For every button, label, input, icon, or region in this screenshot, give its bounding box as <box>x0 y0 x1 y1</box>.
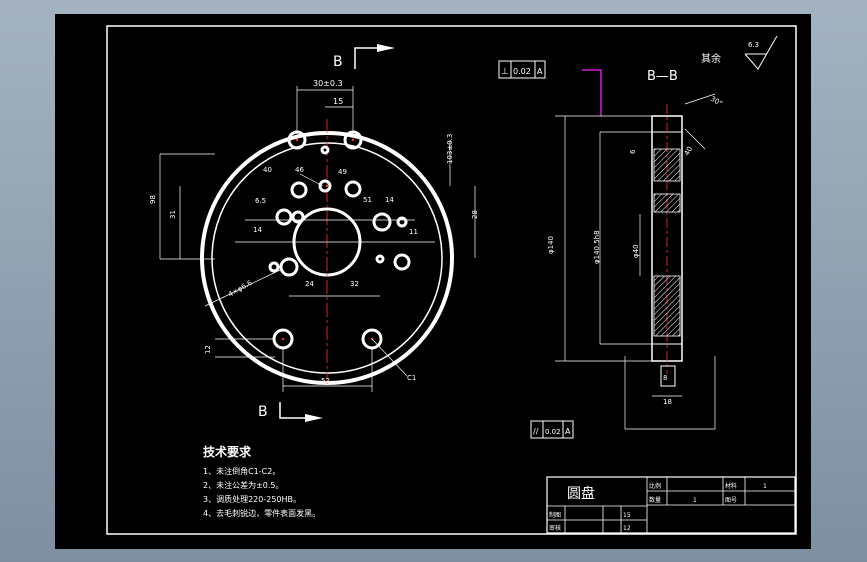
dim-40b: 40 <box>683 145 694 157</box>
dim-6-5: 6.5 <box>255 197 266 205</box>
dim-phi-hub: φ40 <box>632 244 640 258</box>
dim-phi140: φ140 <box>547 236 555 254</box>
dim-15: 15 <box>333 97 343 106</box>
note-4: 4、去毛刺锐边，零件表面发黑。 <box>203 508 320 518</box>
note-1: 1、未注倒角C1-C2。 <box>203 466 280 476</box>
label-scale: 比例 <box>649 482 661 490</box>
dim-46: 46 <box>295 166 304 174</box>
dim-18: 18 <box>663 398 672 406</box>
dim-14b: 14 <box>385 196 394 204</box>
dim-98: 98 <box>149 195 157 204</box>
label-drawing-no: 图号 <box>725 497 737 504</box>
dim-8: 8 <box>663 374 667 382</box>
label-drawn: 制图 <box>549 511 561 519</box>
dim-14: 14 <box>253 226 262 234</box>
drawing-border <box>106 25 797 535</box>
mounting-holes <box>268 130 411 350</box>
dim-12: 12 <box>204 345 212 354</box>
dim-32: 32 <box>350 280 359 288</box>
dim-49: 49 <box>338 168 347 176</box>
front-view: 30±0.3 15 103±0.3 28 98 31 6.5 14 51 14 … <box>149 44 479 422</box>
dim-phi-bore: φ140.5h8 <box>593 230 601 264</box>
svg-text:A: A <box>565 427 571 436</box>
dim-103: 103±0.3 <box>446 134 454 164</box>
svg-text:⊥: ⊥ <box>501 67 509 77</box>
note-2: 2、未注公差为±0.5。 <box>203 480 284 490</box>
tolerance-bottom: // 0.02 A <box>530 420 574 439</box>
svg-text:0.02: 0.02 <box>545 428 561 436</box>
tolerance-top: ⊥ 0.02 A <box>498 60 546 79</box>
roughness-value: 6.3 <box>748 41 759 49</box>
drawing-sheet: 30±0.3 15 103±0.3 28 98 31 6.5 14 51 14 … <box>55 14 811 549</box>
cad-drawing: 30±0.3 15 103±0.3 28 98 31 6.5 14 51 14 … <box>106 25 797 535</box>
notes-title: 技术要求 <box>203 444 252 459</box>
dim-40: 40 <box>263 166 272 174</box>
dim-51: 51 <box>363 196 372 204</box>
label-qty: 数量 <box>649 496 661 504</box>
dim-chamfer: C1 <box>407 374 416 382</box>
section-title: B—B <box>647 69 678 84</box>
dim-6: 6 <box>629 149 637 154</box>
dim-24: 24 <box>305 280 314 288</box>
section-marker-bottom: B <box>258 404 268 420</box>
title-block: 圆盘 比例 数量 材料 图号 制图 审核 1 1 15 12 <box>546 476 796 534</box>
section-marker-top: B <box>333 54 343 70</box>
dim-holes: 4×φ6.6 <box>227 278 254 298</box>
section-view: B—B <box>547 69 724 430</box>
label-material: 材料 <box>725 482 737 490</box>
technical-notes: 技术要求 1、未注倒角C1-C2。 2、未注公差为±0.5。 3、调质处理220… <box>203 444 320 518</box>
cell-sheet: 1 <box>763 483 767 490</box>
label-check: 审核 <box>549 524 561 532</box>
dim-11: 11 <box>409 228 418 236</box>
svg-text:A: A <box>537 67 543 76</box>
cell-date-1: 15 <box>623 512 631 519</box>
dim-52: 52 <box>321 377 330 385</box>
dim-31: 31 <box>169 210 177 219</box>
svg-text:0.02: 0.02 <box>513 67 531 76</box>
cell-date-2: 12 <box>623 525 631 532</box>
surface-roughness: 其余 6.3 <box>701 35 778 70</box>
dim-30: 30±0.3 <box>313 79 343 88</box>
note-3: 3、调质处理220-250HB。 <box>203 494 301 504</box>
dim-28: 28 <box>471 210 479 219</box>
surface-note: 其余 <box>701 52 721 65</box>
svg-text://: // <box>533 427 539 436</box>
dim-30deg: 30° <box>709 95 724 108</box>
part-name: 圆盘 <box>567 485 595 502</box>
cell-qty: 1 <box>693 497 697 504</box>
